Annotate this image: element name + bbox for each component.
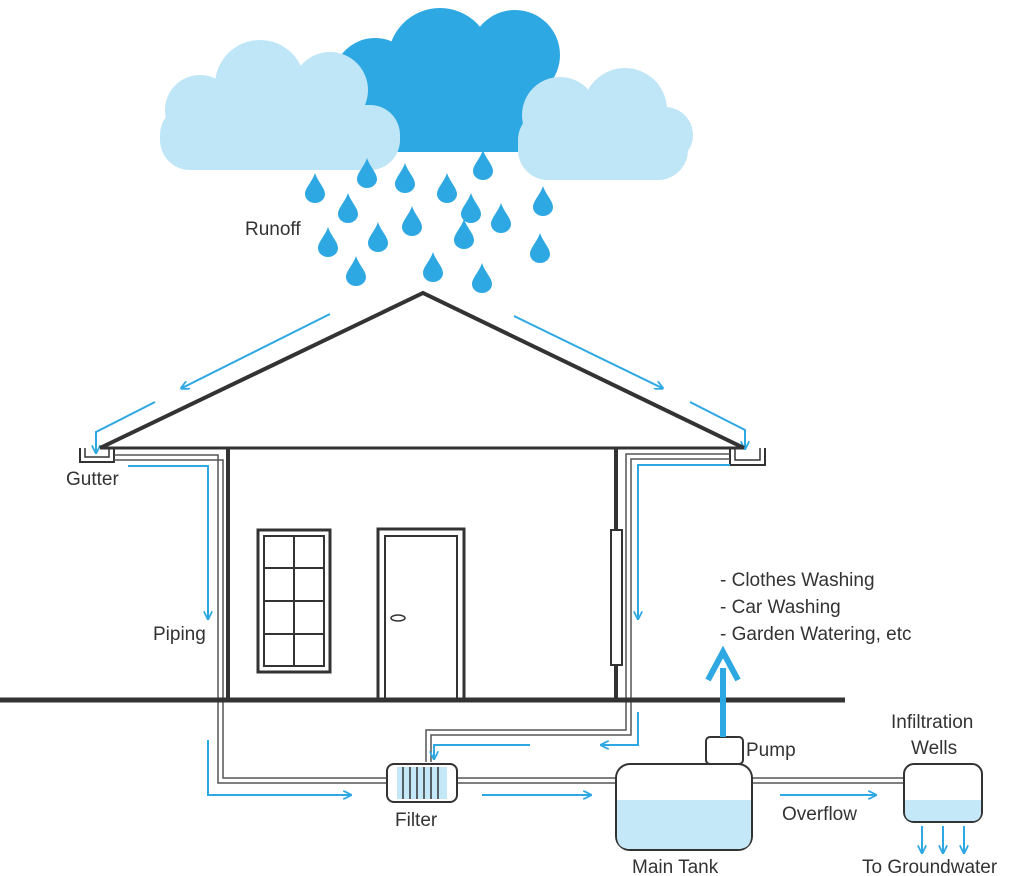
raindrop: [305, 173, 325, 203]
cloud-group: [160, 8, 693, 180]
cloud-left: [160, 40, 400, 170]
gutter-arrow-right: [689, 401, 745, 448]
raindrop: [338, 193, 358, 223]
use-item: - Garden Watering, etc: [720, 624, 911, 645]
roof-arrow-left: [182, 313, 331, 388]
raindrop: [491, 203, 511, 233]
pipe-left-inner: [114, 459, 387, 779]
pump-label: Pump: [746, 740, 796, 761]
flow-arrow-right-under: [602, 712, 639, 745]
infiltration-label-line1: Infiltration: [891, 712, 973, 733]
pipe-left-outer: [114, 454, 387, 784]
main-tank: [615, 763, 753, 851]
filter-label: Filter: [395, 810, 438, 831]
to-groundwater-label: To Groundwater: [862, 857, 998, 876]
flow-arrows: [128, 464, 964, 852]
raindrop: [402, 206, 422, 236]
gutter-right: [729, 448, 766, 466]
flow-arrow-to-filter: [207, 740, 350, 795]
wall-panel: [610, 529, 623, 666]
raindrop: [454, 219, 474, 249]
raindrop: [368, 222, 388, 252]
raindrop: [437, 173, 457, 203]
house: [99, 290, 745, 702]
cloud-right: [518, 68, 693, 180]
uses-list: - Clothes Washing - Car Washing - Garden…: [720, 570, 911, 645]
overflow-label: Overflow: [782, 804, 857, 825]
raindrop: [318, 227, 338, 257]
raindrops: [305, 150, 553, 293]
door: [376, 527, 466, 702]
pipe-right-outer: [425, 453, 730, 762]
raindrop: [346, 256, 366, 286]
gutter-arrow-left: [96, 401, 156, 452]
raindrop: [472, 263, 492, 293]
flow-arrow-into-filter: [434, 744, 530, 758]
raindrop: [395, 163, 415, 193]
use-item: - Car Washing: [720, 597, 841, 618]
pump-output-arrow: [705, 645, 741, 737]
window: [256, 528, 332, 674]
gutter-label: Gutter: [66, 469, 119, 490]
raindrop: [530, 233, 550, 263]
well-water: [905, 800, 981, 821]
main-tank-label: Main Tank: [632, 857, 719, 876]
raindrop: [533, 186, 553, 216]
roof: [99, 290, 745, 450]
pipe-right-inner: [430, 458, 730, 762]
raindrop: [423, 252, 443, 282]
use-item: - Clothes Washing: [720, 570, 875, 591]
infiltration-label-line2: Wells: [911, 738, 957, 759]
infiltration-well: [903, 763, 983, 823]
pump: [705, 736, 744, 765]
filter: [386, 763, 458, 803]
tank-water: [617, 800, 751, 849]
door-knob: [390, 614, 406, 622]
flow-arrow-left-down: [128, 465, 208, 618]
piping-label: Piping: [153, 624, 206, 645]
roof-arrow-right: [513, 315, 662, 388]
raindrop: [473, 150, 493, 180]
runoff-label: Runoff: [245, 219, 301, 240]
raindrop: [461, 193, 481, 223]
piping: [114, 453, 905, 784]
flow-arrow-right-down: [638, 464, 730, 618]
runoff-arrows: [96, 313, 745, 452]
gutters: [79, 448, 766, 466]
